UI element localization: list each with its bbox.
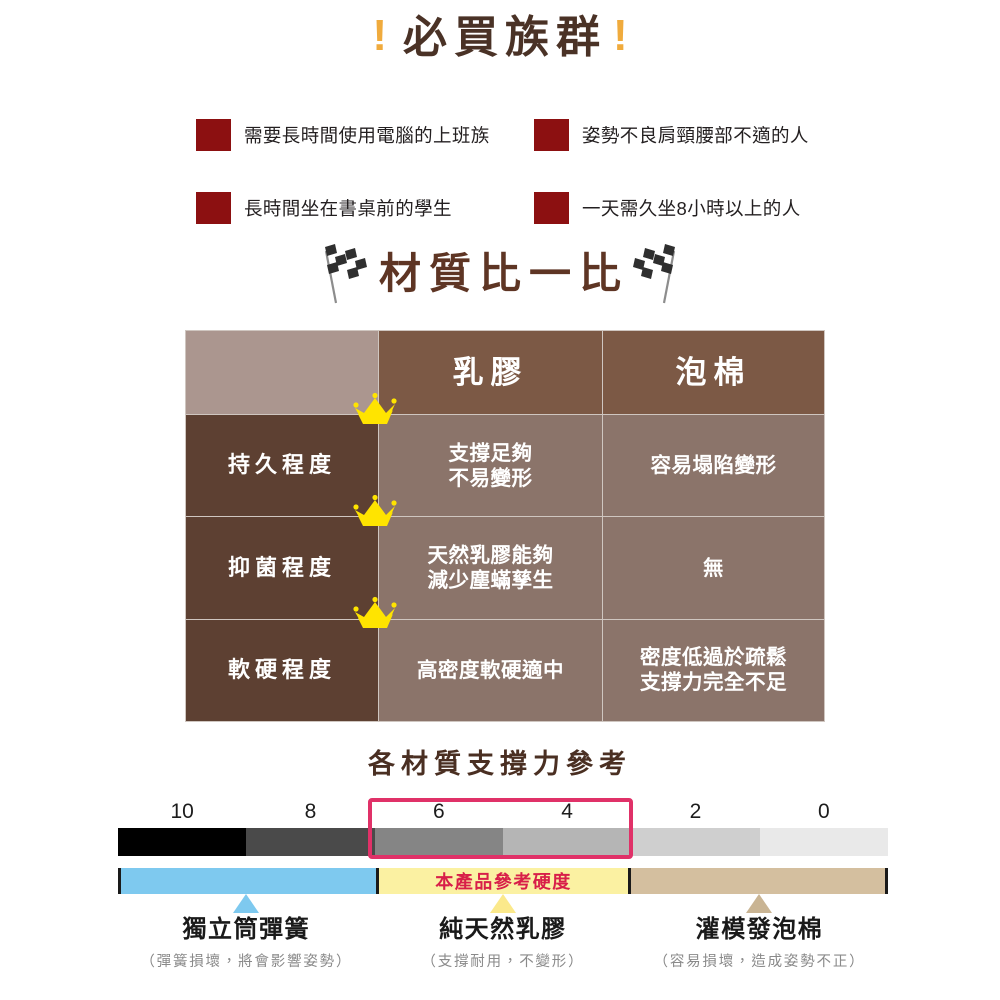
cell-line: 容易塌陷變形 <box>650 454 777 478</box>
cell-line: 天然乳膠能夠 <box>427 544 554 568</box>
list-item-label: 需要長時間使用電腦的上班族 <box>244 125 490 146</box>
cell-line: 密度低過於疏鬆 <box>640 646 787 670</box>
scale-tick: 8 <box>304 800 317 823</box>
cell-line: 支撐足夠 <box>448 441 533 465</box>
scale-tick: 10 <box>170 800 194 823</box>
cell-line: 不易變形 <box>448 466 533 490</box>
legend-item-foam: 灌模發泡棉 （容易損壞，造成姿勢不正） <box>631 894 888 971</box>
table-corner-cell <box>185 329 379 416</box>
cell-line: 高密度軟硬適中 <box>417 658 564 682</box>
bullet-square-icon <box>534 192 569 224</box>
table-row: 抑菌程度 天然乳膠能夠 減少塵蟎孳生 無 <box>185 516 825 620</box>
cell-latex: 支撐足夠 不易變形 <box>378 414 603 518</box>
section-heading: 材質比一比 <box>0 243 1000 305</box>
comparison-table-wrapper: 乳膠 泡棉 持久程度 支撐足夠 不易變形 容易塌陷變形 抑菌程度 天然乳膠能夠 … <box>185 329 825 723</box>
scale-segment <box>374 828 503 856</box>
scale-segment <box>759 828 888 856</box>
pointer-triangle-icon <box>489 894 516 913</box>
cell-line: 無 <box>703 556 724 580</box>
list-item: 姿勢不良肩頸腰部不適的人 <box>534 92 836 178</box>
scale-segment <box>502 828 632 856</box>
list-item-label: 姿勢不良肩頸腰部不適的人 <box>582 125 809 146</box>
legend-item-latex: 純天然乳膠 （支撐耐用，不變形） <box>375 894 632 971</box>
cell-foam: 容易塌陷變形 <box>602 414 825 518</box>
column-header-latex: 乳膠 <box>378 329 603 416</box>
bullet-square-icon <box>534 119 569 151</box>
row-label: 抑菌程度 <box>185 516 379 620</box>
list-item-label: 一天需久坐8小時以上的人 <box>582 198 801 219</box>
legend-label: 獨立筒彈簧 <box>182 916 311 943</box>
legend-item-spring: 獨立筒彈簧 （彈簧損壞，將會影響姿勢） <box>118 894 375 971</box>
legend-note: （彈簧損壞，將會影響姿勢） <box>140 954 353 970</box>
pointer-triangle-icon <box>746 894 773 913</box>
list-item: 長時間坐在書桌前的學生 <box>196 178 534 238</box>
table-header-row: 乳膠 泡棉 <box>185 329 825 416</box>
column-header-foam: 泡棉 <box>602 329 825 416</box>
scale-tick: 2 <box>689 800 702 823</box>
exclamation-left-icon: ! <box>372 11 387 60</box>
material-legend: 獨立筒彈簧 （彈簧損壞，將會影響姿勢） 純天然乳膠 （支撐耐用，不變形） 灌模發… <box>118 894 888 971</box>
checkered-flag-icon <box>633 244 676 304</box>
list-item: 一天需久坐8小時以上的人 <box>534 178 836 238</box>
page-title-text: 必買族群 <box>403 13 607 62</box>
material-segment-foam <box>631 868 885 894</box>
cell-foam: 無 <box>602 516 825 620</box>
cell-line: 支撐力完全不足 <box>640 671 787 695</box>
support-scale: 10 8 6 4 2 0 <box>118 798 888 859</box>
table-row: 軟硬程度 高密度軟硬適中 密度低過於疏鬆 支撐力完全不足 <box>185 618 825 723</box>
pointer-triangle-icon <box>233 894 260 913</box>
legend-label: 灌模發泡棉 <box>695 916 824 943</box>
list-item: 需要長時間使用電腦的上班族 <box>196 92 534 178</box>
audience-list: 需要長時間使用電腦的上班族 姿勢不良肩頸腰部不適的人 長時間坐在書桌前的學生 一… <box>196 92 836 238</box>
list-item-label: 長時間坐在書桌前的學生 <box>244 198 452 219</box>
cell-foam: 密度低過於疏鬆 支撐力完全不足 <box>602 618 825 723</box>
page-title: !必買族群! <box>0 11 1000 62</box>
cell-line: 減少塵蟎孳生 <box>427 569 554 593</box>
scale-tick: 6 <box>432 800 445 823</box>
legend-label: 純天然乳膠 <box>439 916 567 943</box>
scale-tick: 0 <box>817 800 830 823</box>
exclamation-right-icon: ! <box>613 11 628 60</box>
scale-segment <box>246 828 375 856</box>
row-label: 軟硬程度 <box>185 618 379 723</box>
material-segment-spring <box>121 868 376 894</box>
table-row: 持久程度 支撐足夠 不易變形 容易塌陷變形 <box>185 414 825 518</box>
scale-title: 各材質支撐力參考 <box>368 749 632 779</box>
cell-latex: 高密度軟硬適中 <box>378 618 603 723</box>
bullet-square-icon <box>196 119 231 151</box>
scale-gradient-bar <box>118 828 888 856</box>
comparison-table: 乳膠 泡棉 持久程度 支撐足夠 不易變形 容易塌陷變形 抑菌程度 天然乳膠能夠 … <box>185 329 825 723</box>
scale-tick-row: 10 8 6 4 2 0 <box>118 798 888 826</box>
legend-note: （支撐耐用，不變形） <box>421 954 585 970</box>
material-band: 本產品參考硬度 <box>118 868 888 894</box>
scale-tick: 4 <box>561 800 573 823</box>
scale-segment <box>631 828 760 856</box>
section-heading-text: 材質比一比 <box>378 250 629 297</box>
scale-segment <box>118 828 247 856</box>
legend-note: （容易損壞，造成姿勢不正） <box>653 954 866 970</box>
cell-latex: 天然乳膠能夠 減少塵蟎孳生 <box>378 516 603 620</box>
row-label: 持久程度 <box>185 414 379 518</box>
bullet-square-icon <box>196 192 231 224</box>
material-segment-latex: 本產品參考硬度 <box>375 868 632 894</box>
checkered-flag-icon <box>324 244 367 304</box>
